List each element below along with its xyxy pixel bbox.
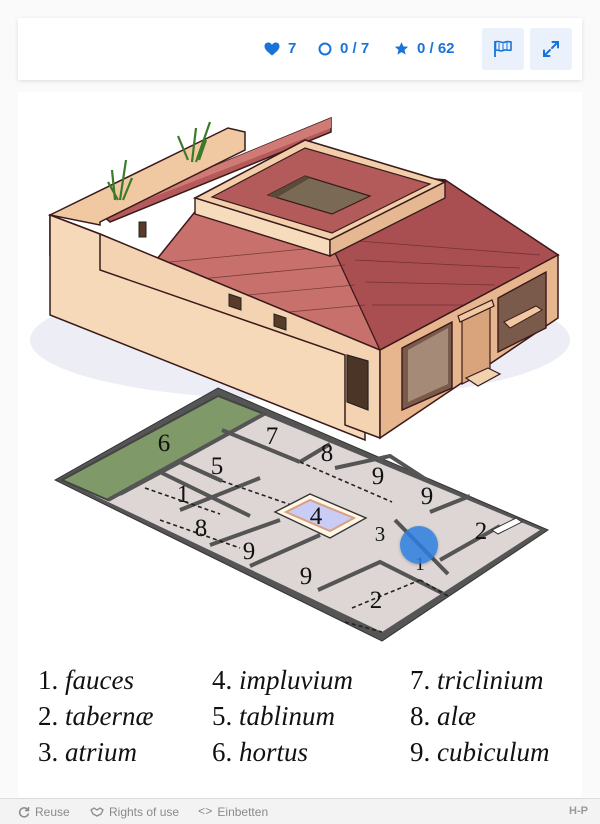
plan-label: 8 xyxy=(195,515,208,542)
embed-label: Einbetten xyxy=(217,805,269,819)
lives-value: 7 xyxy=(288,40,297,57)
plan-label: 9 xyxy=(372,463,385,490)
lives-counter: 7 xyxy=(264,40,296,57)
legend-item: 7. triclinium xyxy=(410,665,544,695)
found-counter: 0 / 7 xyxy=(318,40,369,57)
star-icon xyxy=(394,41,409,55)
fullscreen-icon xyxy=(543,41,559,57)
embed-button[interactable]: <> Einbetten xyxy=(198,805,268,819)
legend-item: 2. tabernæ xyxy=(38,701,154,731)
footer-bar: Reuse Rights of use <> Einbetten H-P xyxy=(0,798,600,824)
plan-label: 9 xyxy=(243,538,256,565)
reuse-button[interactable]: Reuse xyxy=(18,805,70,819)
image-stage[interactable]: 6 7 8 5 9 9 1 4 8 3 2 9 1 9 2 xyxy=(18,92,582,798)
found-value: 0 / 7 xyxy=(340,40,370,57)
heart-icon xyxy=(264,42,280,55)
legend-item: 4. impluvium xyxy=(212,665,353,695)
legend-item: 8. alæ xyxy=(410,701,477,731)
plan-label: 6 xyxy=(158,430,171,457)
legend-item: 9. cubiculum xyxy=(410,737,550,767)
rights-label: Rights of use xyxy=(109,805,180,819)
plan-labels: 6 7 8 5 9 9 1 4 8 3 2 9 1 9 2 xyxy=(158,423,488,614)
fullscreen-button[interactable] xyxy=(530,28,572,70)
rights-button[interactable]: Rights of use xyxy=(90,805,179,819)
plan-label: 7 xyxy=(266,423,279,450)
hotspot-marker[interactable] xyxy=(400,526,438,564)
plan-label: 2 xyxy=(370,587,383,614)
roman-house-illustration: 6 7 8 5 9 9 1 4 8 3 2 9 1 9 2 xyxy=(30,116,570,642)
legend-item: 3. atrium xyxy=(38,737,138,767)
score-counter: 0 / 62 xyxy=(394,40,455,57)
handshake-icon xyxy=(90,807,104,817)
reuse-icon xyxy=(18,807,30,818)
plan-label: 9 xyxy=(300,563,313,590)
legend-item: 1. fauces xyxy=(38,665,134,695)
status-bar: 7 0 / 7 0 / 62 xyxy=(18,18,582,80)
circle-icon xyxy=(318,42,332,55)
score-value: 0 / 62 xyxy=(417,40,455,57)
plan-label: 3 xyxy=(375,522,386,546)
code-icon: <> xyxy=(198,805,213,819)
plan-label: 4 xyxy=(310,503,323,530)
plan-label: 9 xyxy=(421,483,434,510)
plan-label: 2 xyxy=(475,518,488,545)
h5p-logo: H-P xyxy=(569,805,588,817)
legend-item: 6. hortus xyxy=(212,737,309,767)
report-button[interactable] xyxy=(482,28,524,70)
reuse-label: Reuse xyxy=(35,805,70,819)
plan-label: 5 xyxy=(211,453,224,480)
plan-label: 1 xyxy=(415,554,425,575)
plan-label: 8 xyxy=(321,440,334,467)
plan-label: 1 xyxy=(177,481,190,508)
flag-icon xyxy=(494,40,512,57)
legend-item: 5. tablinum xyxy=(212,701,336,731)
